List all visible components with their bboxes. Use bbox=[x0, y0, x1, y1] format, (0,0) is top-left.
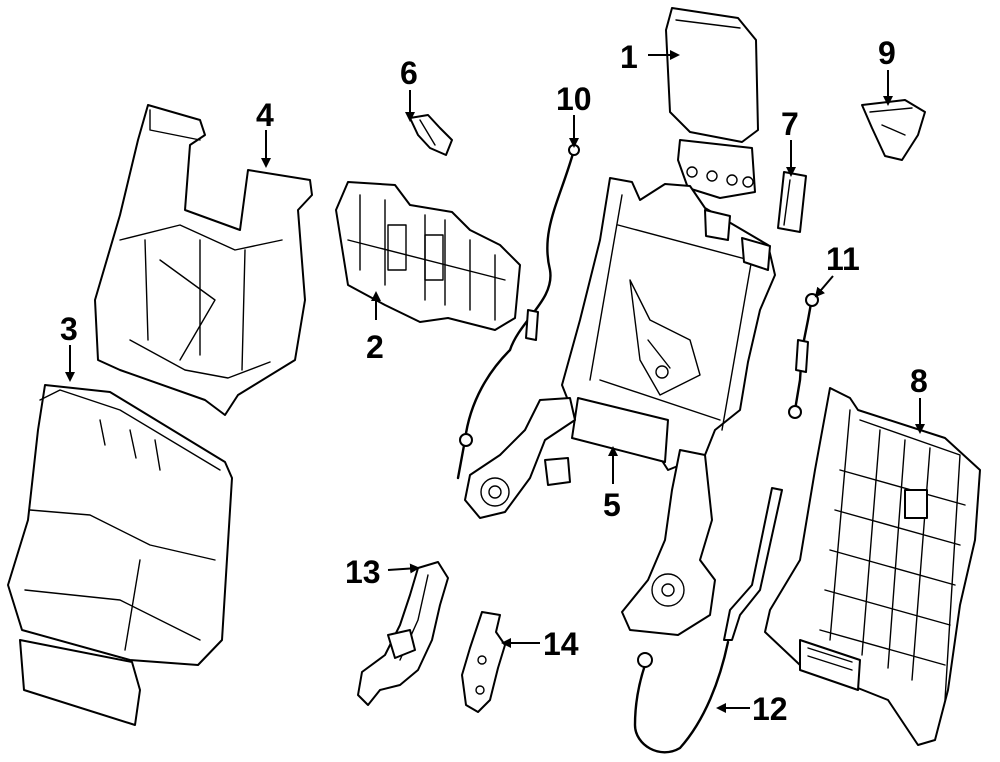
callout-10: 10 bbox=[556, 81, 592, 117]
part-11-connector[interactable] bbox=[788, 293, 819, 419]
part-3-seat-back-cover[interactable] bbox=[7, 384, 233, 726]
callout-4: 4 bbox=[256, 97, 274, 133]
part-5-seat-back-frame[interactable] bbox=[464, 177, 776, 636]
callout-13: 13 bbox=[345, 554, 381, 590]
part-12-release-cable[interactable] bbox=[633, 487, 783, 754]
leader-arrows bbox=[65, 50, 925, 713]
callout-7: 7 bbox=[781, 106, 799, 142]
part-14-small-bracket[interactable] bbox=[461, 611, 506, 713]
callout-labels: 1 2 3 4 5 6 7 8 9 10 11 12 13 14 bbox=[60, 35, 928, 727]
callout-9: 9 bbox=[878, 35, 896, 71]
part-8-back-panel[interactable] bbox=[764, 387, 981, 746]
callout-5: 5 bbox=[603, 487, 621, 523]
callout-12: 12 bbox=[752, 691, 788, 727]
callout-3: 3 bbox=[60, 311, 78, 347]
callout-6: 6 bbox=[400, 55, 418, 91]
part-4-seat-back-pad[interactable] bbox=[94, 104, 313, 416]
part-1-headrest[interactable] bbox=[665, 7, 759, 199]
callout-11: 11 bbox=[826, 241, 860, 277]
part-2-bracket[interactable] bbox=[335, 181, 521, 331]
leader-11 bbox=[814, 275, 834, 298]
callout-8: 8 bbox=[910, 363, 928, 399]
part-7-strip[interactable] bbox=[777, 171, 807, 233]
callout-14: 14 bbox=[543, 626, 579, 662]
part-9-latch[interactable] bbox=[861, 99, 926, 161]
callout-1: 1 bbox=[620, 39, 638, 75]
part-6-clip[interactable] bbox=[409, 114, 453, 156]
leader-13 bbox=[387, 563, 420, 574]
callout-2: 2 bbox=[366, 329, 384, 365]
part-13-trim[interactable] bbox=[357, 561, 449, 706]
